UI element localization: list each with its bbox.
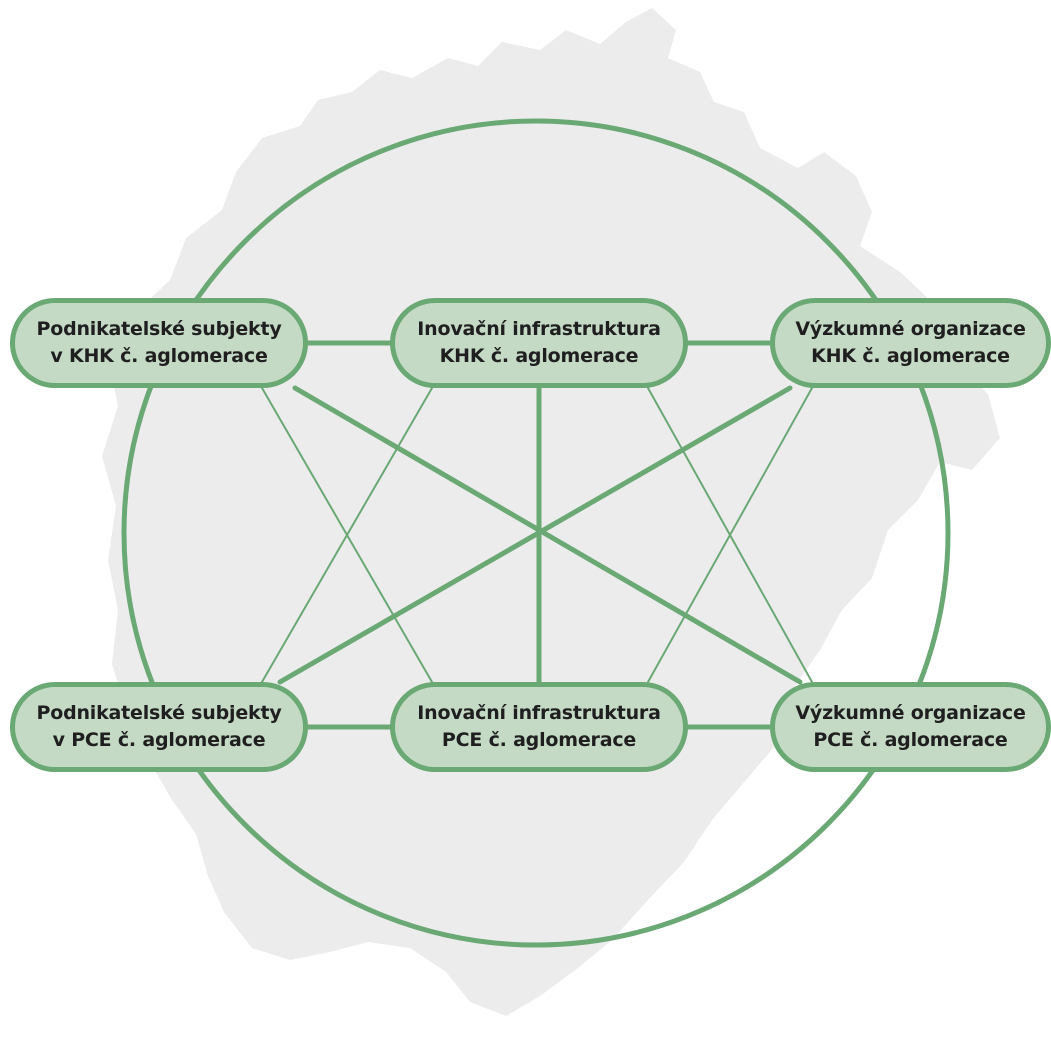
connection-lines: [261, 340, 813, 730]
connection-vyz-khk-ino-pce: [647, 387, 813, 683]
node-label-line1: Podnikatelské subjekty: [36, 702, 282, 724]
node-label-line2: KHK č. aglomerace: [439, 345, 639, 367]
node-podnikatelske-subjekty-pce: Podnikatelské subjekty v PCE č. aglomera…: [10, 682, 308, 772]
node-label-line1: Inovační infrastruktura: [417, 702, 661, 724]
node-label-line1: Výzkumné organizace: [795, 702, 1026, 724]
node-label-line2: PCE č. aglomerace: [813, 729, 1008, 751]
node-vyzkumne-organizace-khk: Výzkumné organizace KHK č. aglomerace: [770, 298, 1051, 388]
node-label-line2: v KHK č. aglomerace: [50, 345, 268, 367]
node-label-line1: Výzkumné organizace: [795, 318, 1026, 340]
node-label-line2: PCE č. aglomerace: [441, 729, 637, 751]
node-vyzkumne-organizace-pce: Výzkumné organizace PCE č. aglomerace: [770, 682, 1051, 772]
node-label-line2: v PCE č. aglomerace: [52, 729, 266, 751]
region-map-silhouette: [102, 8, 1000, 1016]
node-label-line1: Podnikatelské subjekty: [36, 318, 282, 340]
connection-pod-khk-vyz-pce: [292, 385, 803, 685]
node-label-line1: Inovační infrastruktura: [417, 318, 661, 340]
outer-circle: [121, 118, 951, 948]
node-inovacni-infrastruktura-pce: Inovační infrastruktura PCE č. aglomerac…: [390, 682, 688, 772]
connection-vyz-khk-pod-pce: [277, 385, 793, 685]
node-podnikatelske-subjekty-khk: Podnikatelské subjekty v KHK č. aglomera…: [10, 298, 308, 388]
node-label-line2: KHK č. aglomerace: [811, 345, 1010, 367]
node-inovacni-infrastruktura-khk: Inovační infrastruktura KHK č. aglomerac…: [390, 298, 688, 388]
connection-ino-khk-pod-pce: [261, 387, 433, 683]
